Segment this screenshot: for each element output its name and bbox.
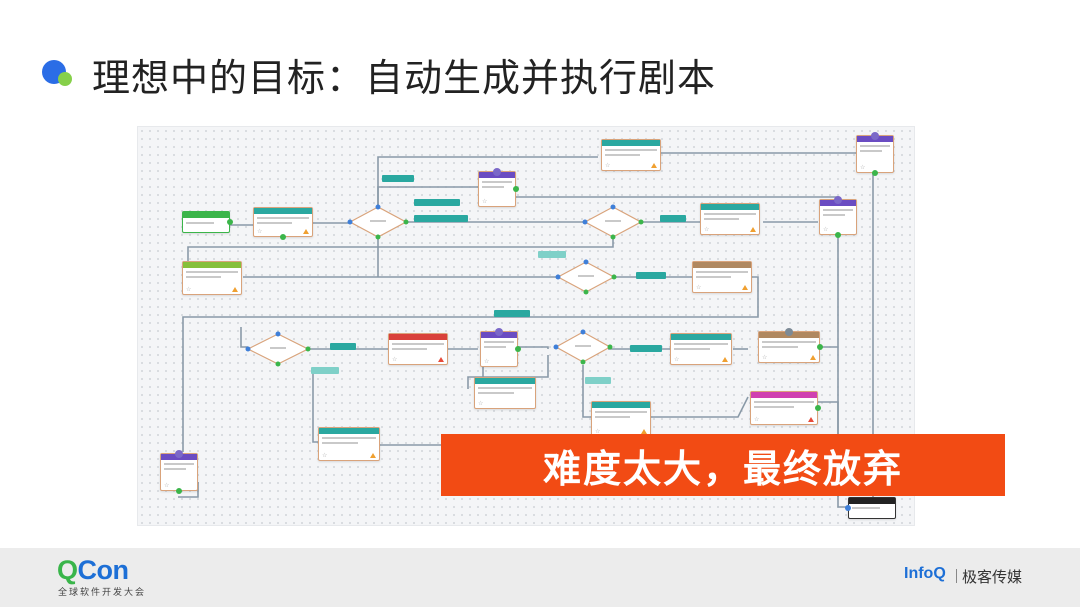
end-node[interactable]	[845, 497, 896, 519]
flow-node[interactable]: ☆	[591, 401, 651, 437]
flow-node[interactable]: ☆	[819, 196, 857, 238]
flow-node[interactable]: ☆	[856, 132, 894, 176]
slide-title-row: 理想中的目标：自动生成并执行剧本	[40, 48, 716, 100]
title-bullet-icon	[40, 54, 80, 94]
infoq-logo: InfoQ	[904, 565, 946, 582]
flow-node[interactable]: ☆	[700, 203, 760, 235]
flow-node[interactable]: ☆	[182, 261, 242, 295]
flow-node[interactable]: ☆	[758, 328, 823, 363]
flow-node[interactable]: ☆	[253, 207, 313, 240]
start-node[interactable]	[182, 211, 233, 233]
banner-give-up: 难度太大，最终放弃	[441, 434, 1005, 496]
logo-divider	[956, 569, 957, 583]
flow-node[interactable]: ☆	[318, 427, 380, 461]
flow-node[interactable]: ☆	[478, 168, 519, 207]
qcon-subtitle: 全球软件开发大会	[58, 588, 147, 598]
footer-bar	[0, 548, 1080, 607]
flow-node[interactable]: ☆	[160, 450, 198, 494]
flow-node[interactable]: ☆	[474, 377, 536, 409]
flow-node[interactable]: ☆	[750, 391, 821, 425]
playbook-flow-canvas: ☆ ☆ ☆ ☆ ☆ ☆ ☆ ☆ ☆ ☆ ☆ ☆ ☆ ☆ ☆ ☆ ☆	[137, 126, 915, 526]
flow-node[interactable]: ☆	[601, 139, 661, 171]
slide-title: 理想中的目标：自动生成并执行剧本	[92, 55, 717, 100]
flow-node[interactable]: ☆	[388, 333, 448, 365]
flow-node[interactable]: ☆	[670, 333, 732, 365]
flow-node[interactable]: ☆	[692, 261, 752, 293]
flow-node[interactable]: ☆	[480, 328, 521, 367]
qcon-logo: QCon	[57, 555, 129, 585]
geekbang-logo: 极客传媒	[962, 568, 1023, 586]
